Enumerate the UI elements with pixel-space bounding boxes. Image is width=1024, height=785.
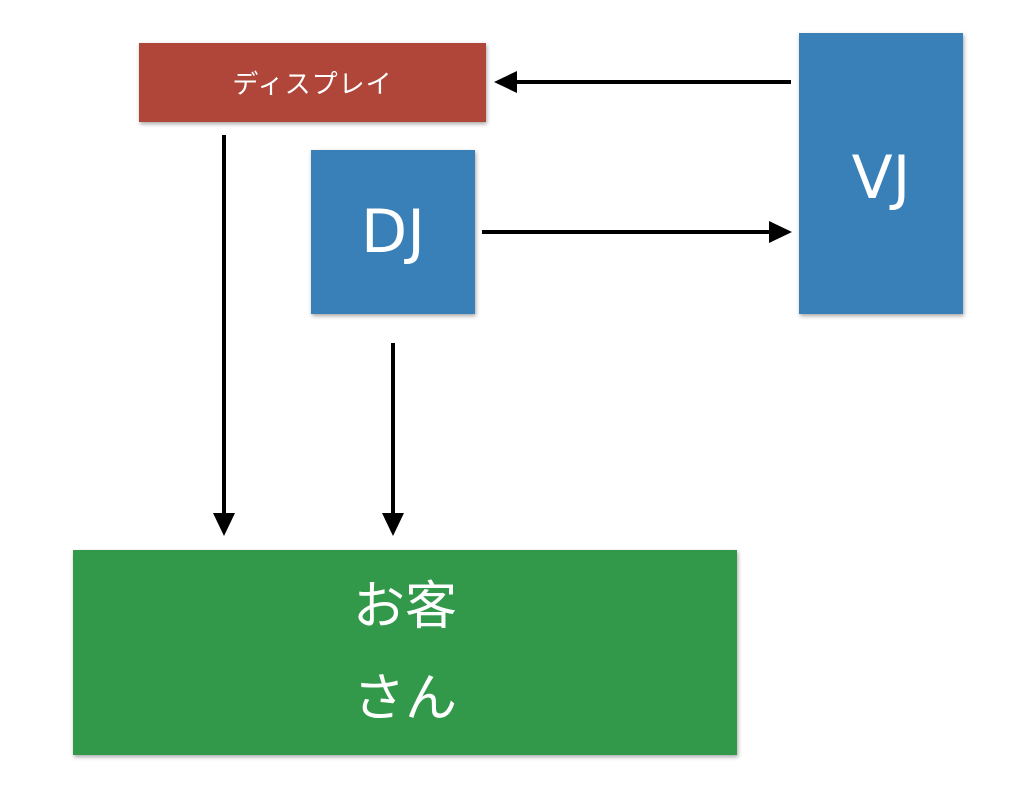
display-label: ディスプレイ — [232, 70, 393, 100]
arrow-dj-to-audience — [382, 343, 404, 536]
display-node: ディスプレイ — [139, 43, 486, 122]
audience-label-line1: お客 — [352, 576, 457, 637]
vj-label: VJ — [851, 143, 911, 213]
dj-node: DJ — [311, 150, 475, 314]
arrow-dj-to-vj — [482, 221, 792, 243]
vj-node: VJ — [799, 33, 963, 314]
audience-label-line2: さん — [352, 668, 457, 729]
dj-label: DJ — [361, 197, 425, 267]
arrow-display-to-audience — [213, 135, 235, 536]
arrow-vj-to-display — [494, 71, 791, 93]
audience-node: お客 さん — [73, 550, 737, 755]
